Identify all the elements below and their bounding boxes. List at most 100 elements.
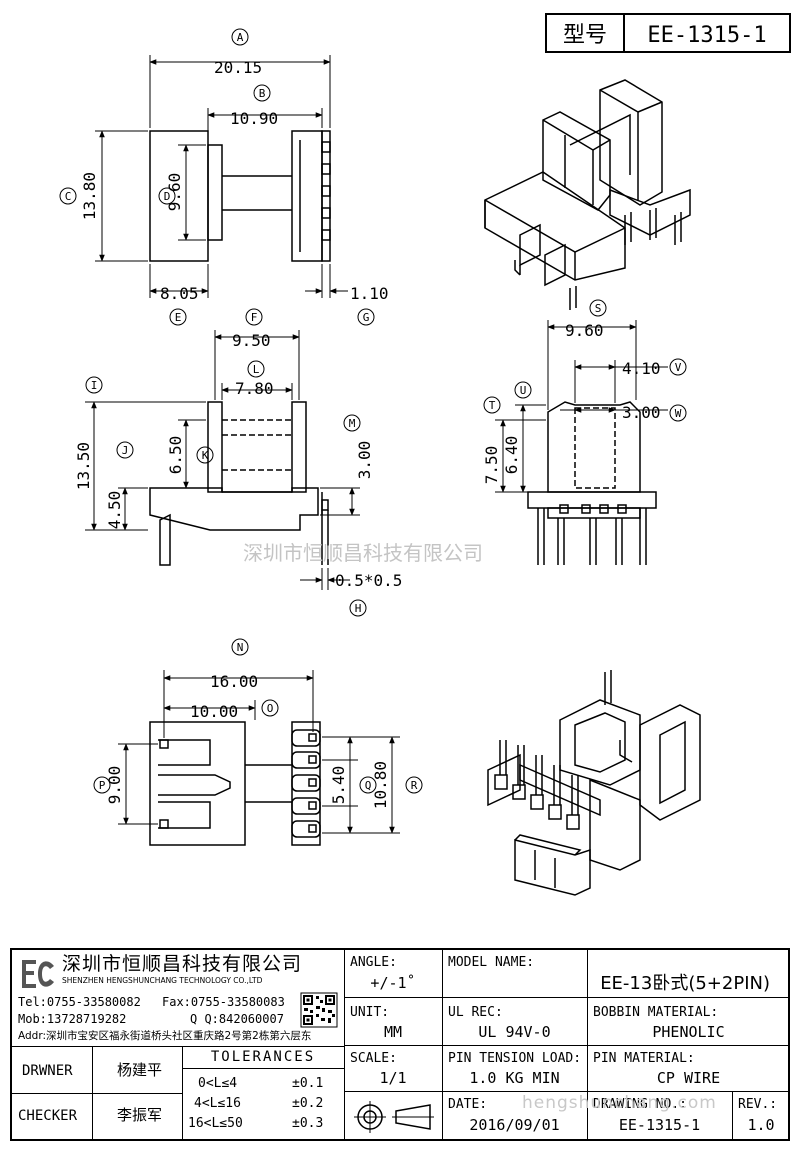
dimension-labels: 20.15 10.90 13.80 9.60 8.05 1.10 9.50 7.… xyxy=(74,58,661,809)
marker-g: G xyxy=(357,308,375,326)
watermark-url: hengshunchang.com xyxy=(522,1093,717,1113)
rev-label: REV.: xyxy=(738,1097,778,1112)
svg-text:I: I xyxy=(91,379,98,392)
dim-7-50: 7.50 xyxy=(482,446,501,485)
qr-code-icon xyxy=(300,992,338,1028)
tol-range-2: 4<L≤16 xyxy=(194,1096,241,1111)
model-value: EE-1315-1 xyxy=(647,23,766,48)
tolerances-label: TOLERANCES xyxy=(210,1049,316,1065)
watermark-company: 深圳市恒顺昌科技有限公司 xyxy=(243,541,483,565)
angle-label: ANGLE: xyxy=(350,955,397,970)
projection-symbol-icon xyxy=(352,1097,437,1137)
svg-text:B: B xyxy=(259,87,266,100)
marker-j: J xyxy=(116,441,134,459)
dim-13-80: 13.80 xyxy=(80,172,99,220)
marker-b: B xyxy=(253,84,271,102)
pin-tension-label: PIN TENSION LOAD: xyxy=(448,1051,582,1066)
svg-text:K: K xyxy=(202,449,209,462)
marker-w: W xyxy=(669,404,687,422)
ul-rec-value: UL 94V-0 xyxy=(478,1023,551,1041)
svg-text:C: C xyxy=(65,190,72,203)
angle-value: +/-1˚ xyxy=(370,974,416,992)
tol-range-3: 16<L≤50 xyxy=(188,1116,243,1131)
marker-c: C xyxy=(59,187,77,205)
checker-value: 李振军 xyxy=(116,1106,162,1124)
marker-p: P xyxy=(93,776,111,794)
svg-text:P: P xyxy=(99,779,106,792)
dim-5-40: 5.40 xyxy=(329,766,348,805)
address: Addr:深圳市宝安区福永街道桥头社区重庆路2号第2栋第六层东 xyxy=(18,1030,312,1042)
dim-10-00: 10.00 xyxy=(190,702,238,721)
dim-8-05: 8.05 xyxy=(160,284,199,303)
svg-text:Q: Q xyxy=(365,779,372,792)
rev-value: 1.0 xyxy=(747,1116,775,1134)
markers: A B C D E F G H I J K L M N O P Q R S T … xyxy=(59,28,687,794)
svg-text:O: O xyxy=(267,702,274,715)
marker-u: U xyxy=(514,381,532,399)
marker-h: H xyxy=(349,599,367,617)
svg-text:L: L xyxy=(253,363,260,376)
front-view xyxy=(149,130,331,262)
ul-rec-label: UL REC: xyxy=(448,1005,503,1020)
isometric-view-top xyxy=(484,79,691,310)
dim-1-10: 1.10 xyxy=(350,284,389,303)
dim-6-50: 6.50 xyxy=(166,436,185,475)
marker-o: O xyxy=(261,699,279,717)
svg-text:D: D xyxy=(164,190,171,203)
top-view xyxy=(149,721,321,846)
company-name-en: SHENZHEN HENGSHUNCHANG TECHNOLOGY CO.,LT… xyxy=(62,976,263,985)
company-name-cn: 深圳市恒顺昌科技有限公司 xyxy=(62,953,303,975)
marker-k: K xyxy=(196,446,214,464)
mobile: Mob:13728719282 xyxy=(18,1012,127,1026)
company-logo xyxy=(18,956,58,992)
dim-16-00: 16.00 xyxy=(210,672,258,691)
svg-text:H: H xyxy=(355,602,362,615)
dim-13-50: 13.50 xyxy=(74,442,93,490)
marker-i: I xyxy=(85,376,103,394)
svg-text:M: M xyxy=(349,417,356,430)
svg-text:E: E xyxy=(175,311,182,324)
dim-9-50: 9.50 xyxy=(232,331,271,350)
scale-label: SCALE: xyxy=(350,1051,397,1066)
model-label: 型号 xyxy=(563,23,607,48)
qq: Q Q:842060007 xyxy=(190,1012,284,1026)
bobbin-material-label: BOBBIN MATERIAL: xyxy=(593,1005,719,1020)
marker-t: T xyxy=(483,396,501,414)
marker-s: S xyxy=(589,299,607,317)
model-header: 型号 EE-1315-1 xyxy=(545,13,791,53)
drawing-no-value: EE-1315-1 xyxy=(618,1116,701,1134)
dim-7-80: 7.80 xyxy=(235,379,274,398)
svg-text:R: R xyxy=(411,779,418,792)
unit-value: MM xyxy=(383,1023,403,1041)
pin-material-label: PIN MATERIAL: xyxy=(593,1051,695,1066)
model-name-value: EE-13卧式(5+2PIN) xyxy=(600,973,770,994)
unit-label: UNIT: xyxy=(350,1005,390,1020)
marker-l: L xyxy=(247,360,265,378)
marker-q: Q xyxy=(359,776,377,794)
marker-m: M xyxy=(343,414,361,432)
svg-text:V: V xyxy=(675,361,682,374)
dim-10-90: 10.90 xyxy=(230,109,278,128)
date-value: 2016/09/01 xyxy=(469,1116,560,1134)
svg-text:U: U xyxy=(520,384,527,397)
isometric-view-bottom xyxy=(487,670,701,896)
svg-text:F: F xyxy=(251,311,258,324)
marker-v: V xyxy=(669,358,687,376)
dim-3-00-m: 3.00 xyxy=(355,441,374,480)
drwner-value: 杨建平 xyxy=(116,1061,162,1079)
svg-text:N: N xyxy=(237,641,244,654)
date-label: DATE: xyxy=(448,1097,488,1112)
marker-f: F xyxy=(245,308,263,326)
svg-text:S: S xyxy=(595,302,602,315)
dim-20-15: 20.15 xyxy=(214,58,262,77)
checker-label: CHECKER xyxy=(18,1108,78,1124)
dim-0-5x0-5: 0.5*0.5 xyxy=(335,571,402,590)
drawing-sheet: 型号 EE-1315-1 xyxy=(59,13,791,896)
svg-text:J: J xyxy=(122,444,129,457)
marker-a: A xyxy=(231,28,249,46)
pin-tension-value: 1.0 KG MIN xyxy=(469,1069,560,1087)
dim-9-00: 9.00 xyxy=(105,766,124,805)
tel: Tel:0755-33580082 xyxy=(18,995,141,1009)
dim-6-40: 6.40 xyxy=(502,436,521,475)
scale-value: 1/1 xyxy=(379,1069,407,1087)
